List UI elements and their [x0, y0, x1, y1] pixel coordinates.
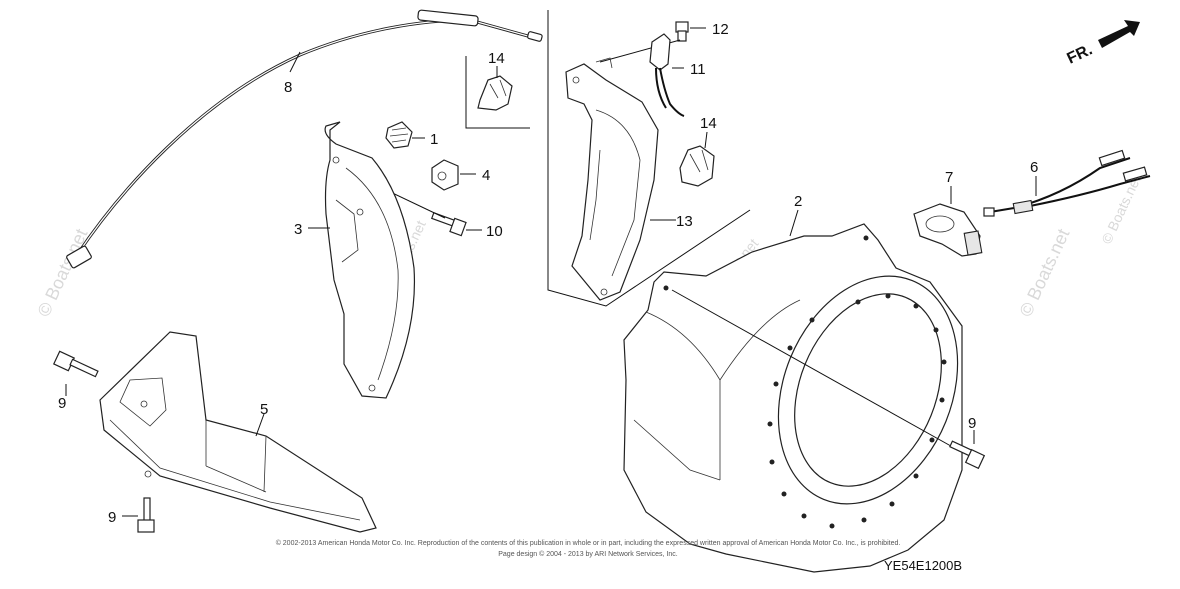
callout-1: 1 [430, 131, 438, 148]
callout-9b: 9 [108, 509, 116, 526]
part-12-bolt [675, 21, 689, 42]
part-5-guard [99, 331, 377, 533]
part-7-grommet [913, 203, 983, 257]
callout-7: 7 [945, 169, 953, 186]
part-11-wire [649, 33, 685, 117]
callout-9c: 9 [968, 415, 976, 432]
part-2-fan-housing [623, 223, 963, 573]
callout-8: 8 [284, 79, 292, 96]
callout-2: 2 [794, 193, 802, 210]
part-1-grommet [385, 121, 413, 149]
watermark-left: © Boats.net [33, 226, 91, 320]
part-13-shroud [565, 57, 659, 301]
callout-12: 12 [712, 21, 729, 38]
part-6-harness [983, 149, 1151, 217]
callout-9a: 9 [58, 395, 66, 412]
part-14-clip-boxed [465, 56, 530, 129]
callout-6: 6 [1030, 159, 1038, 176]
part-8-cable [66, 9, 543, 269]
watermark-right: © Boats.net [1015, 226, 1073, 320]
copyright-line-1: © 2002-2013 American Honda Motor Co. Inc… [276, 539, 901, 547]
group-divider [547, 10, 751, 307]
callout-10: 10 [486, 223, 503, 240]
part-14-clip [679, 145, 715, 187]
copyright-line-2: Page design © 2004 - 2013 by ARI Network… [498, 550, 678, 558]
part-4-clip [431, 159, 459, 191]
callout-4: 4 [482, 167, 490, 184]
part-9b-bolt [137, 497, 155, 533]
callout-5: 5 [260, 401, 268, 418]
front-direction-arrow: FR. [1065, 20, 1140, 68]
part-9c-bolt [949, 440, 986, 470]
part-9a-bolt [52, 350, 99, 378]
diagram-code: YE54E1200B [884, 558, 962, 573]
part-10-bolt [430, 211, 467, 237]
front-direction-label: FR. [1065, 41, 1096, 67]
part-3-cover [324, 121, 416, 399]
callout-11: 11 [690, 61, 706, 78]
callout-14a: 14 [488, 50, 505, 67]
callout-14b: 14 [700, 115, 717, 132]
callout-13: 13 [676, 213, 693, 230]
callout-3: 3 [294, 221, 302, 238]
